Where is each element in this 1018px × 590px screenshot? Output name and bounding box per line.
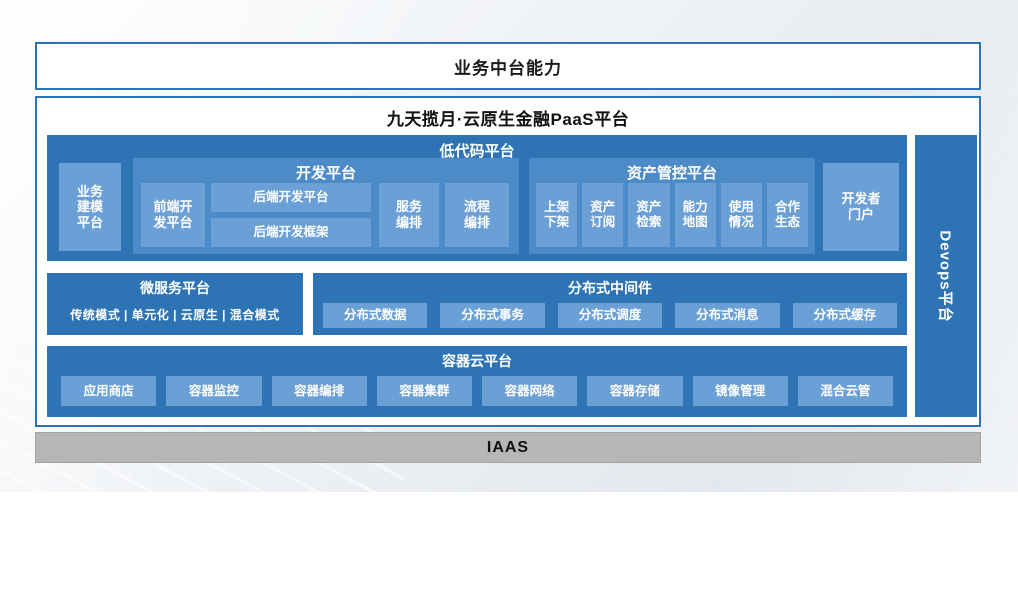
container-cloud-section: 容器云平台 应用商店 容器监控 容器编排 容器集群 容器网络 容器存储 镜像管理… [47, 346, 907, 417]
asset-item: 资产订阅 [582, 183, 624, 247]
business-modeling-box: 业务建模平台 [59, 163, 121, 251]
middleware-title: 分布式中间件 [568, 280, 652, 296]
microservice-platform-section: 微服务平台 传统模式 | 单元化 | 云原生 | 混合模式 [47, 273, 303, 335]
iaas-label: IAAS [486, 438, 530, 456]
container-item: 容器网络 [482, 376, 578, 406]
asset-control-title: 资产管控平台 [626, 165, 717, 182]
process-orchestration-box: 流程编排 [445, 183, 509, 247]
asset-item: 使用情况 [720, 183, 762, 247]
devops-platform-bar: Devops平台 [915, 135, 977, 417]
container-item: 混合云管 [797, 376, 893, 406]
middleware-item: 分布式缓存 [792, 303, 898, 328]
asset-item: 资产检索 [628, 183, 670, 247]
middleware-section: 分布式中间件 分布式数据 分布式事务 分布式调度 分布式消息 分布式缓存 [313, 273, 907, 335]
asset-control-subpanel: 资产管控平台 上架下架 资产订阅 资产检索 能力地图 使用情况 合作生态 [529, 158, 815, 254]
middleware-items-row: 分布式数据 分布式事务 分布式调度 分布式消息 分布式缓存 [323, 303, 898, 328]
top-banner: 业务中台能力 [35, 42, 981, 90]
iaas-bar: IAAS [35, 432, 981, 463]
middleware-item: 分布式消息 [675, 303, 780, 328]
paas-platform-panel: 九天揽月·云原生金融PaaS平台 低代码平台 业务建模平台 开发平台 前端开发平… [35, 96, 981, 427]
backend-platform-box: 后端开发平台 [211, 183, 371, 212]
frontend-dev-box: 前端开发平台 [141, 183, 205, 247]
asset-items-row: 上架下架 资产订阅 资产检索 能力地图 使用情况 合作生态 [536, 183, 809, 247]
dev-platform-title: 开发平台 [295, 165, 356, 182]
dev-platform-subpanel: 开发平台 前端开发平台 后端开发平台 后端开发框架 服务编排 流程编排 [133, 158, 519, 254]
service-orchestration-box: 服务编排 [379, 183, 439, 247]
lowcode-platform-section: 低代码平台 业务建模平台 开发平台 前端开发平台 后端开发平台 后端开发框架 服… [47, 135, 907, 261]
container-cloud-title: 容器云平台 [442, 353, 512, 369]
top-banner-label: 业务中台能力 [454, 58, 562, 78]
devops-label: Devops平台 [936, 229, 954, 323]
asset-item: 合作生态 [766, 183, 809, 247]
asset-item: 上架下架 [536, 183, 578, 247]
container-items-row: 应用商店 容器监控 容器编排 容器集群 容器网络 容器存储 镜像管理 混合云管 [61, 376, 893, 406]
microservice-title: 微服务平台 [140, 280, 210, 296]
container-item: 镜像管理 [692, 376, 788, 406]
container-item: 应用商店 [61, 376, 157, 406]
backend-framework-box: 后端开发框架 [211, 218, 371, 247]
middleware-item: 分布式事务 [440, 303, 545, 328]
middleware-item: 分布式数据 [323, 303, 428, 328]
backend-stack: 后端开发平台 后端开发框架 [211, 183, 371, 253]
container-item: 容器监控 [166, 376, 262, 406]
asset-item: 能力地图 [674, 183, 716, 247]
lowcode-title: 低代码平台 [439, 143, 515, 160]
platform-title: 九天揽月·云原生金融PaaS平台 [386, 110, 630, 129]
container-item: 容器集群 [376, 376, 472, 406]
container-item: 容器编排 [271, 376, 367, 406]
container-item: 容器存储 [587, 376, 683, 406]
middleware-item: 分布式调度 [557, 303, 663, 328]
architecture-diagram: 业务中台能力 九天揽月·云原生金融PaaS平台 低代码平台 业务建模平台 开发平… [0, 0, 1018, 492]
microservice-modes: 传统模式 | 单元化 | 云原生 | 混合模式 [70, 308, 280, 322]
developer-portal-box: 开发者门户 [823, 163, 899, 251]
